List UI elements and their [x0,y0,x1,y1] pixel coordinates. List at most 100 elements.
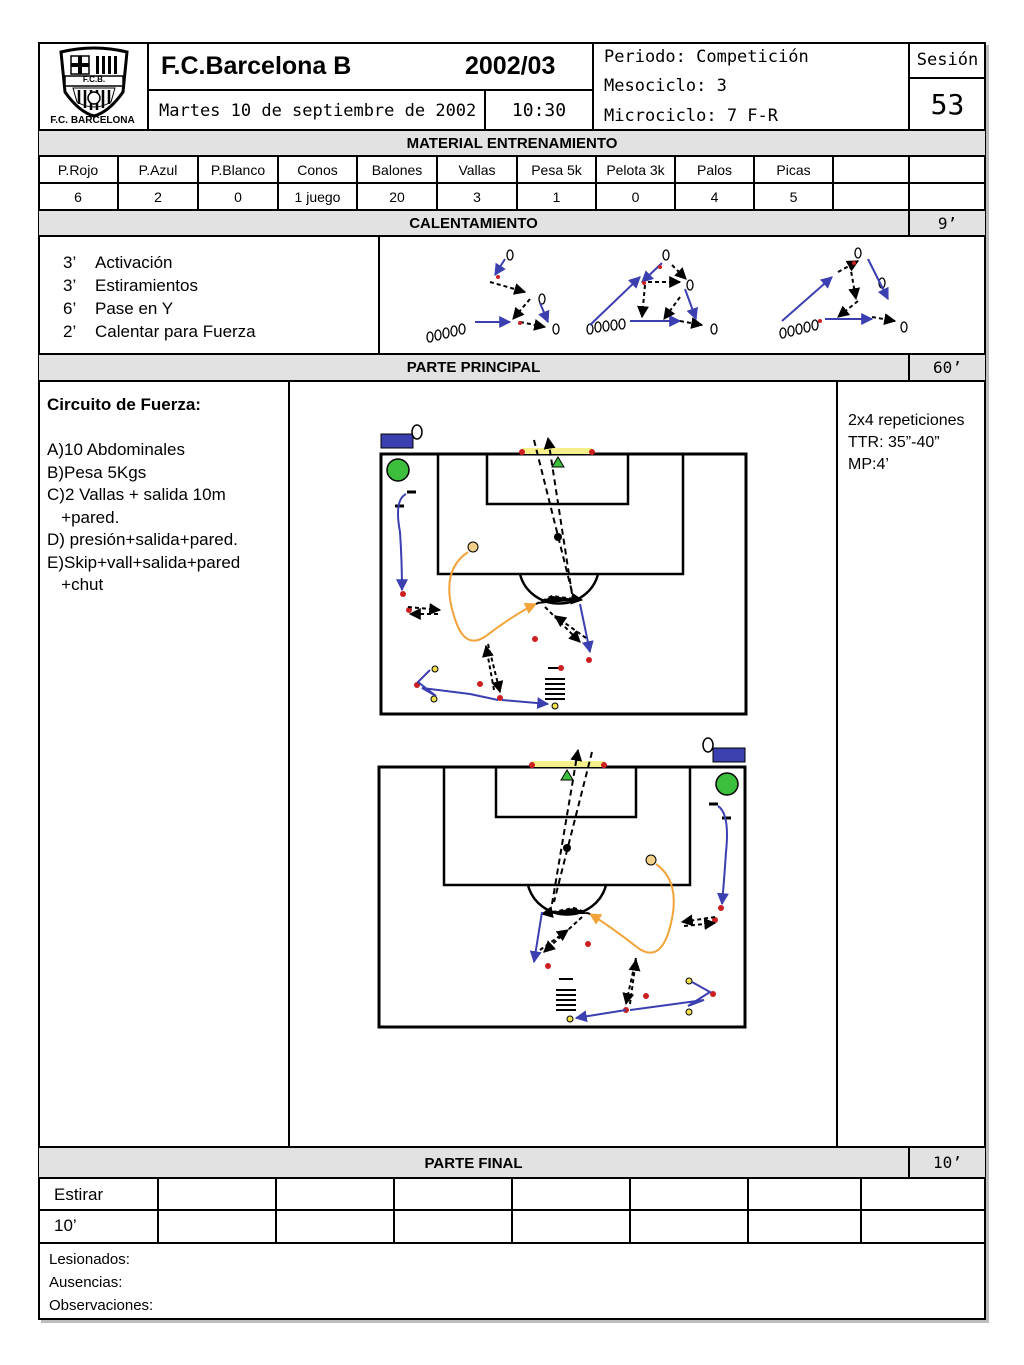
material-value-cell: 20 [357,183,437,210]
warmup-item: 3’ [63,253,77,272]
circuit-cell: Circuito de Fuerza: A)10 Abdominales B)P… [38,381,289,1147]
microciclo: Microciclo: 7 F-R [604,106,778,126]
final-grid-cell [630,1210,748,1243]
final-grid-cell [276,1178,394,1210]
warmup-item-label: Estiramientos [95,276,198,295]
season: 2002/03 [465,52,556,80]
absences-label: Ausencias: [49,1274,123,1291]
final-grid-cell [861,1210,986,1243]
pitch-diagrams [377,424,748,1029]
material-value-cell: 3 [437,183,517,210]
material-value-cell: 4 [675,183,754,210]
warmup-item: 6’ [63,299,77,318]
material-header-cell: P.Blanco [198,156,278,183]
pass-y-diagram [426,247,908,343]
final-grid-cell [394,1210,512,1243]
ttr-note: TTR: 35”-40” [848,434,940,451]
main-part-duration: 60’ [909,354,986,381]
session-date: Martes 10 de septiembre de 2002 [159,101,477,121]
material-title: MATERIAL ENTRENAMIENTO [38,130,986,156]
material-header-cell: Pelota 3k [596,156,675,183]
main-part-title: PARTE PRINCIPAL [38,354,909,381]
circuit-steps: A)10 Abdominales B)Pesa 5Kgs C)2 Vallas … [47,439,240,597]
warmup-list-cell: 3’ Activación 3’ Estiramientos 6’ Pase e… [38,236,379,354]
material-header-cell [833,156,909,183]
injured-label: Lesionados: [49,1251,130,1268]
material-value-cell: 0 [198,183,278,210]
final-grid-cell [158,1178,276,1210]
final-part-duration: 10’ [909,1147,986,1178]
warmup-y-pattern-3 [779,247,908,339]
load-notes-cell: 2x4 repeticiones TTR: 35”-40” MP:4’ [837,381,986,1147]
final-grid-cell [158,1210,276,1243]
material-value-cell: 6 [38,183,118,210]
material-header-cell: Palos [675,156,754,183]
repetitions-note: 2x4 repeticiones [848,412,965,429]
warmup-item: 3’ [63,276,77,295]
observations-label: Observaciones: [49,1297,154,1314]
material-header-cell: P.Rojo [38,156,118,183]
circuit-title: Circuito de Fuerza: [47,395,201,414]
material-value-cell: 5 [754,183,833,210]
material-header-cell: Balones [357,156,437,183]
final-grid-cell [748,1210,861,1243]
warmup-title: CALENTAMIENTO [38,210,909,236]
material-value-cell [909,183,986,210]
final-activity-duration: 10’ [54,1216,77,1235]
pitch-diagram-2 [377,737,747,1029]
period-cell: Periodo: Competición Mesociclo: 3 Microc… [593,42,909,130]
warmup-item-label: Pase en Y [95,299,174,318]
club-title-cell: F.C.Barcelona B 2002/03 [148,42,593,90]
material-header-cell: P.Azul [118,156,198,183]
club-crest-icon [59,46,129,118]
circuit-step: B)Pesa 5Kgs [47,462,147,482]
circuit-step: D) presión+salida+pared. [47,530,238,549]
mp-note: MP:4’ [848,456,889,473]
material-value-cell: 2 [118,183,198,210]
crest-lettering: F.C.B. [82,75,106,84]
final-grid-cell [748,1178,861,1210]
date-cell: Martes 10 de septiembre de 2002 [148,90,485,130]
final-grid-cell [394,1178,512,1210]
final-grid-cell [630,1178,748,1210]
club-name: F.C.Barcelona B [161,52,352,80]
material-header-cell: Vallas [437,156,517,183]
warmup-item-label: Calentar para Fuerza [95,322,256,341]
final-grid-cell [861,1178,986,1210]
mesociclo: Mesociclo: 3 [604,76,727,96]
pitch-diagram-cell [289,381,837,1147]
circuit-step: C)2 Vallas + salida 10m [47,485,226,504]
pitch-diagram-1 [379,424,748,716]
final-grid-cell [276,1210,394,1243]
footer-notes: Lesionados: Ausencias: Observaciones: [38,1243,986,1320]
warmup-diagram-cell [379,236,986,354]
material-value-cell: 1 [517,183,596,210]
time-cell: 10:30 [485,90,593,130]
final-activity: Estirar [54,1185,104,1204]
periodo: Periodo: Competición [604,47,809,67]
final-grid-cell [38,1210,158,1243]
material-value-cell [833,183,909,210]
material-value-cell: 0 [596,183,675,210]
warmup-y-pattern-1 [426,249,560,343]
circuit-step: A)10 Abdominales [47,440,185,459]
material-header-cell: Picas [754,156,833,183]
final-grid-cell [512,1210,630,1243]
circuit-step: +pared. [47,507,120,527]
session-label: Sesión [909,42,986,78]
final-grid-cell [512,1178,630,1210]
material-header-cell [909,156,986,183]
warmup-y-pattern-2 [586,249,718,335]
circuit-step: E)Skip+vall+salida+pared [47,552,241,572]
warmup-duration: 9’ [909,210,986,236]
circuit-step: +chut [47,575,104,594]
logo-caption: F.C. BARCELONA [50,115,135,126]
logo-box: F.C.B. F.C. BARCELONA [38,42,148,130]
warmup-item: 2’ [63,322,77,341]
material-header-cell: Conos [278,156,357,183]
final-grid-cell [38,1178,158,1210]
material-value-cell: 1 juego [278,183,357,210]
final-part-title: PARTE FINAL [38,1147,909,1178]
session-number: 53 [909,78,986,130]
material-header-cell: Pesa 5k [517,156,596,183]
